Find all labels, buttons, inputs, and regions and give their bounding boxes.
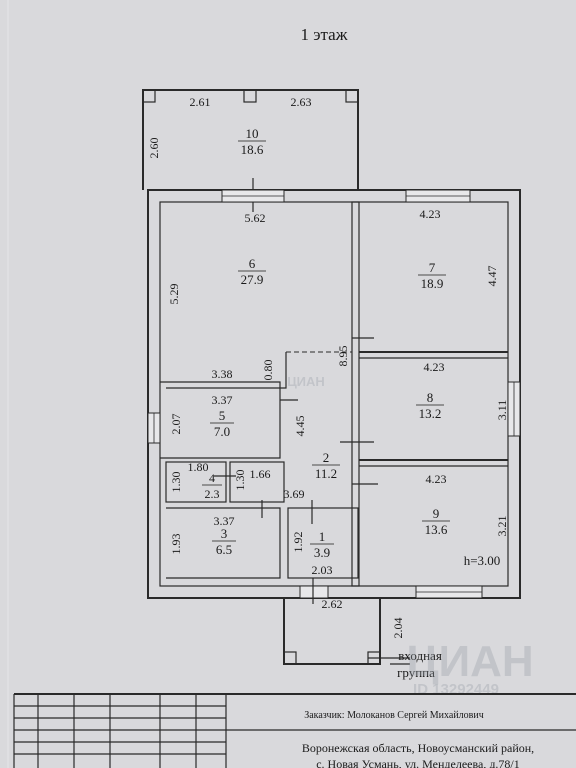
room-area: 18.9 [421, 276, 444, 291]
dimension-label: 4.23 [426, 472, 447, 486]
room-number: 7 [429, 260, 436, 275]
dimension-label: 5.62 [245, 211, 266, 225]
dimension-label: 3.37 [214, 514, 235, 528]
room-label-9: 9 13.6 [422, 506, 450, 537]
watermark-id: ID 13292449 [413, 681, 499, 698]
room-area: 7.0 [214, 424, 230, 439]
room-label-5: 5 7.0 [210, 408, 234, 439]
room-label-10: 10 18.6 [238, 126, 266, 157]
dimension-label: 3.38 [212, 367, 233, 381]
watermark-logo-center: ЦИАН [287, 374, 325, 389]
room-number: 1 [319, 529, 326, 544]
interior-walls [160, 201, 508, 604]
entrance-label-line2: группа [397, 665, 435, 680]
dimension-label: 2.60 [147, 138, 161, 159]
watermark-logo-corner: ЦИАН [406, 637, 533, 686]
dimension-label: 1.66 [250, 467, 271, 481]
dimension-label: 1.93 [169, 534, 183, 555]
room-number: 6 [249, 256, 256, 271]
windows [147, 189, 521, 599]
room-area: 2.3 [205, 487, 220, 501]
room-number: 9 [433, 506, 440, 521]
dimension-label: 5.29 [167, 284, 181, 305]
dimension-label: 2.63 [291, 95, 312, 109]
dimension-label: 2.07 [169, 414, 183, 435]
dimension-label: 2.62 [322, 597, 343, 611]
room-label-7: 7 18.9 [418, 260, 446, 291]
entrance-label-line1: входная [398, 648, 442, 663]
room-number: 4 [209, 471, 215, 485]
room-area: 27.9 [241, 272, 264, 287]
room-label-4: 4 2.3 [202, 471, 222, 501]
dimension-label: 4.45 [293, 416, 307, 437]
dimension-label: 0.80 [261, 360, 275, 381]
dimension-label: 1.30 [169, 472, 183, 493]
customer-line: Заказчик: Молоканов Сергей Михайлович [304, 710, 484, 721]
dimension-label: 4.23 [424, 360, 445, 374]
room-number: 2 [323, 450, 330, 465]
dimension-label: 2.03 [312, 563, 333, 577]
room-area: 3.9 [314, 545, 330, 560]
dimension-label: 1.30 [233, 470, 247, 491]
dimension-label: 4.23 [420, 207, 441, 221]
dimension-label: 2.04 [391, 618, 405, 639]
room-number: 5 [219, 408, 226, 423]
room-number: 3 [221, 526, 228, 541]
room-number: 10 [246, 126, 259, 141]
dimension-label: 3.11 [495, 400, 509, 421]
entrance-porch [283, 598, 410, 665]
room-area: 13.2 [419, 406, 442, 421]
room-label-2: 2 11.2 [312, 450, 340, 481]
room-label-1: 1 3.9 [310, 529, 334, 560]
dimension-label: 1.80 [188, 460, 209, 474]
dimension-label: 3.37 [212, 393, 233, 407]
room-area: 11.2 [315, 466, 337, 481]
address-line-2: с. Новая Усмань, ул. Менделеева, д.78/1 [316, 757, 520, 768]
room-label-6: 6 27.9 [238, 256, 266, 287]
ceiling-height-label: h=3.00 [464, 553, 501, 568]
room-area: 18.6 [241, 142, 264, 157]
room-label-8: 8 13.2 [416, 390, 444, 421]
address-line-1: Воронежская область, Новоусманский район… [302, 741, 534, 755]
room-number: 8 [427, 390, 434, 405]
room-10-outline [142, 89, 359, 212]
floor-title: 1 этаж [301, 25, 348, 44]
title-block [13, 693, 576, 768]
dimension-label: 4.47 [485, 266, 499, 287]
dimension-label: 1.92 [291, 532, 305, 553]
room-area: 6.5 [216, 542, 232, 557]
room-area: 13.6 [425, 522, 448, 537]
dimension-label: 3.69 [284, 487, 305, 501]
dimension-label: 2.61 [190, 95, 211, 109]
dimension-label: 3.21 [495, 516, 509, 537]
room-label-3: 3 6.5 [212, 526, 236, 557]
dimension-label: 8.95 [336, 346, 350, 367]
